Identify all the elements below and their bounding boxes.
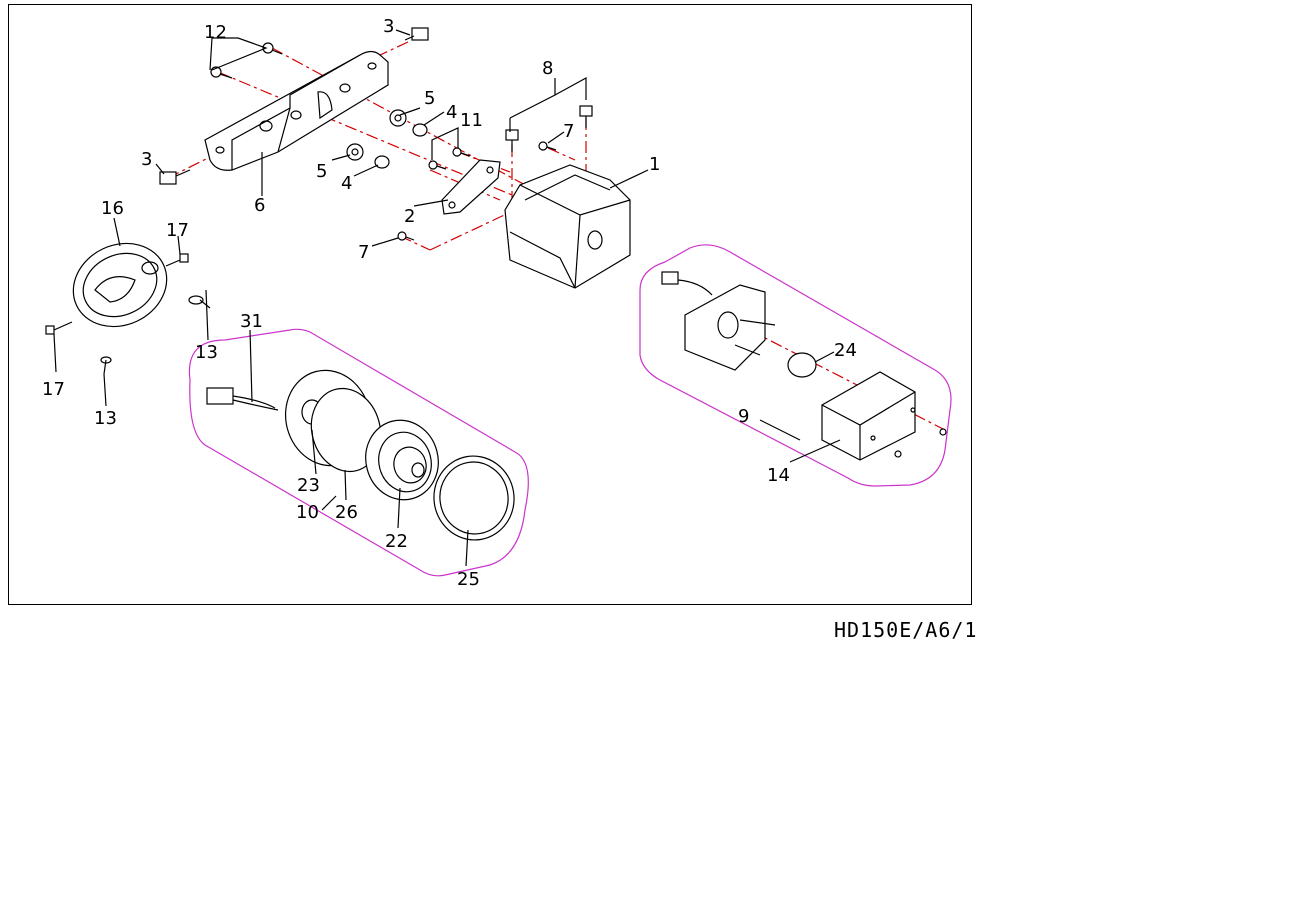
screw-13a: [188, 295, 211, 309]
callout-5b: 5: [316, 161, 327, 182]
callout-labels: 1 2 3 3 4 4 5 5 6 7 7 8 9 10 11 12 13 13…: [42, 16, 857, 590]
turn-signal-group-outline: [639, 244, 952, 487]
callout-13a: 13: [195, 342, 218, 363]
screw-7b: [397, 231, 415, 241]
callout-5a: 5: [424, 88, 435, 109]
callout-2: 2: [404, 206, 415, 227]
callout-4b: 4: [341, 173, 352, 194]
headlight-assembly: [206, 369, 515, 541]
rear-light-part: [72, 242, 168, 328]
callout-9: 9: [738, 406, 749, 427]
screw-14b: [894, 450, 902, 458]
callout-8: 8: [542, 58, 553, 79]
callout-7a: 7: [563, 121, 574, 142]
callout-24: 24: [834, 340, 857, 361]
bolt-3b: [159, 169, 191, 185]
bolt-17b: [45, 321, 73, 335]
callout-13b: 13: [94, 408, 117, 429]
housing-part: [504, 164, 631, 289]
callout-4a: 4: [446, 102, 457, 123]
screw-8a: [505, 129, 519, 152]
screw-13b: [100, 356, 112, 375]
callout-17b: 17: [42, 379, 65, 400]
headlight-group-outline: [188, 328, 529, 577]
screw-11a: [428, 160, 447, 170]
screw-12a: [262, 42, 283, 55]
screw-11b: [452, 147, 471, 157]
callout-1: 1: [649, 154, 660, 175]
bolt-3a: [404, 27, 429, 41]
bolt-17a: [165, 253, 189, 267]
callout-17a: 17: [166, 220, 189, 241]
callout-23: 23: [297, 475, 320, 496]
turn-signal-assembly: [661, 271, 916, 461]
callout-26: 26: [335, 502, 358, 523]
callout-3a: 3: [383, 16, 394, 37]
callout-22: 22: [385, 531, 408, 552]
callout-6: 6: [254, 195, 265, 216]
screw-14a: [939, 428, 947, 436]
mount-plate-part: [441, 159, 501, 215]
bulb-24: [787, 352, 817, 378]
washer-4b: [374, 155, 390, 169]
nut-5a: [389, 109, 407, 127]
callout-11: 11: [460, 110, 483, 131]
leader-lines: [53, 29, 841, 567]
drawing-reference-code: HD150E/A6/1: [834, 618, 978, 642]
callout-25: 25: [457, 569, 480, 590]
hardware-parts: [45, 27, 947, 458]
callout-7b: 7: [358, 242, 369, 263]
screw-7a: [538, 141, 557, 151]
screw-8b: [579, 105, 593, 128]
callout-31: 31: [240, 311, 263, 332]
callout-10: 10: [296, 502, 319, 523]
callout-14: 14: [767, 465, 790, 486]
bracket-part: [204, 50, 389, 171]
callout-16: 16: [101, 198, 124, 219]
washer-4a: [412, 123, 428, 137]
callout-3b: 3: [141, 149, 152, 170]
diagram-frame: [8, 4, 972, 605]
nut-5b: [346, 143, 364, 161]
callout-12: 12: [204, 22, 227, 43]
connector-31: [206, 387, 234, 405]
